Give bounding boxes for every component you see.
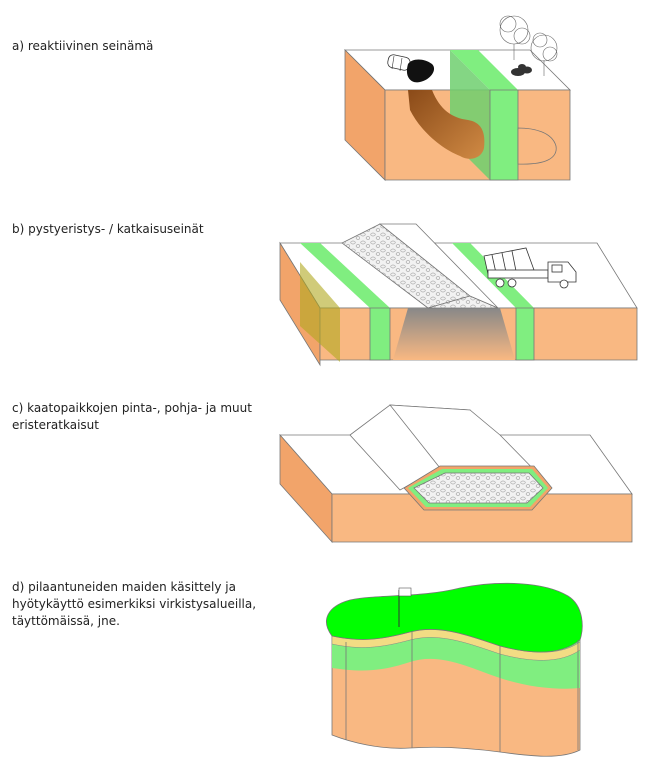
trench-section xyxy=(393,308,515,360)
caption-d-line2: hyötykäyttö esimerkiksi virkistysalueill… xyxy=(12,597,257,611)
caption-c-line2: eristeratkaisut xyxy=(12,418,99,432)
figure-a-reactive-wall xyxy=(344,15,571,181)
caption-c: c) kaatopaikkojen pinta-, pohja- ja muut… xyxy=(12,400,312,434)
cutoff-wall-left-top xyxy=(300,243,390,308)
landfill-mound-right xyxy=(389,404,550,485)
caption-c-line1: c) kaatopaikkojen pinta-, pohja- ja muut xyxy=(12,401,252,415)
caption-d-line1: d) pilaantuneiden maiden käsittely ja xyxy=(12,580,236,594)
flag-icon xyxy=(398,587,412,627)
figure-c-landfill-liners xyxy=(279,404,633,544)
treated-plume xyxy=(517,127,557,165)
shrub-icon xyxy=(511,64,532,76)
dump-truck-icon xyxy=(483,247,577,289)
contaminant-spill xyxy=(406,59,435,83)
tree-icon xyxy=(499,15,558,76)
figure-d-soil-reuse xyxy=(326,582,583,757)
figure-b-cutoff-walls xyxy=(279,223,638,367)
cutoff-wall-left-side xyxy=(300,262,340,362)
cutoff-wall-right-front xyxy=(515,307,535,361)
caption-d-line3: täyttömäissä, jne. xyxy=(12,614,120,628)
caption-a: a) reaktiivinen seinämä xyxy=(12,39,154,53)
caption-d: d) pilaantuneiden maiden käsittely ja hy… xyxy=(12,579,312,630)
mound-grass-top xyxy=(326,582,583,653)
reactive-wall-front xyxy=(489,89,519,181)
cutoff-wall-left-front xyxy=(369,307,391,361)
caption-b: b) pystyeristys- / katkaisuseinät xyxy=(12,222,204,236)
embankment-right-face xyxy=(378,223,499,309)
liner-waste-gravel xyxy=(413,472,544,504)
barrel-icon xyxy=(387,54,411,72)
contaminant-plume xyxy=(408,90,485,159)
reactive-wall-top xyxy=(450,50,518,90)
